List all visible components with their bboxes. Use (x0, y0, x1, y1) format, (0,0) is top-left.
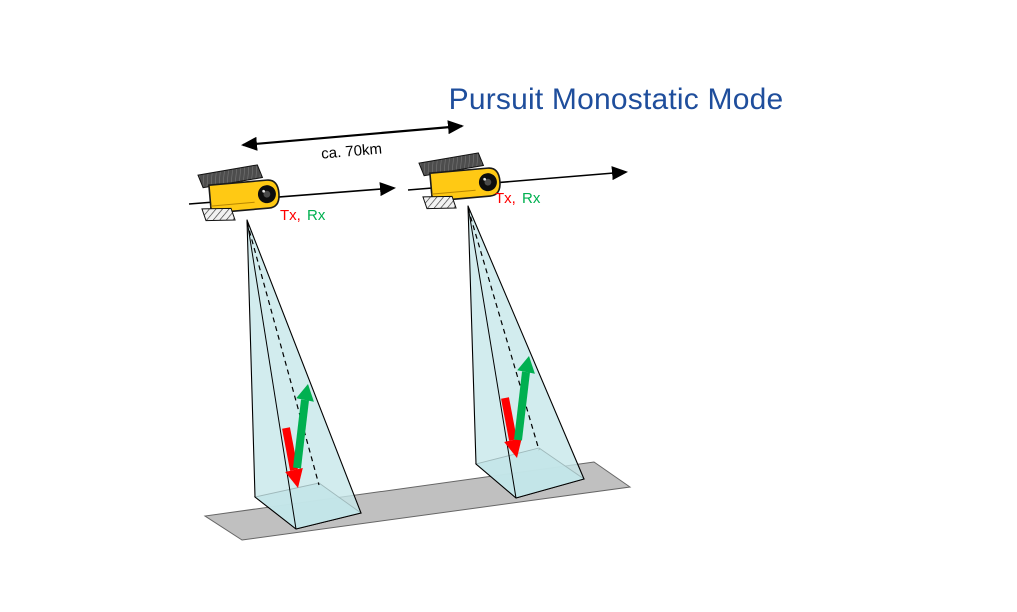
satellite-left (196, 162, 282, 224)
separation-label: ca. 70km (321, 140, 383, 162)
rx-arrow-right (514, 356, 535, 441)
page-title: Pursuit Monostatic Mode (449, 83, 784, 116)
tx-rx-label-left: Tx, Rx (280, 207, 326, 224)
beam-cone-left (246, 219, 362, 530)
beam-cone-right (467, 205, 585, 499)
beam-axis-left (246, 221, 320, 486)
tx-arrow-left (282, 427, 303, 488)
separation-arrow: ca. 70km (241, 120, 464, 163)
tx-label-left: Tx, (280, 207, 301, 224)
tx-rx-label-right: Tx, Rx (495, 190, 541, 207)
satellite-right (417, 150, 503, 212)
beam-inner-edge-left (246, 219, 297, 530)
rx-label-left: Rx (307, 207, 326, 224)
beam-inner-edge-right (467, 205, 517, 499)
radar-beam-left (246, 219, 363, 530)
tx-arrow-right (501, 397, 522, 458)
rx-arrow-left (293, 384, 314, 469)
rx-label-right: Rx (522, 190, 541, 207)
radar-beam-right (467, 205, 586, 499)
tx-label-right: Tx, (495, 190, 516, 207)
beam-axis-right (467, 207, 540, 451)
